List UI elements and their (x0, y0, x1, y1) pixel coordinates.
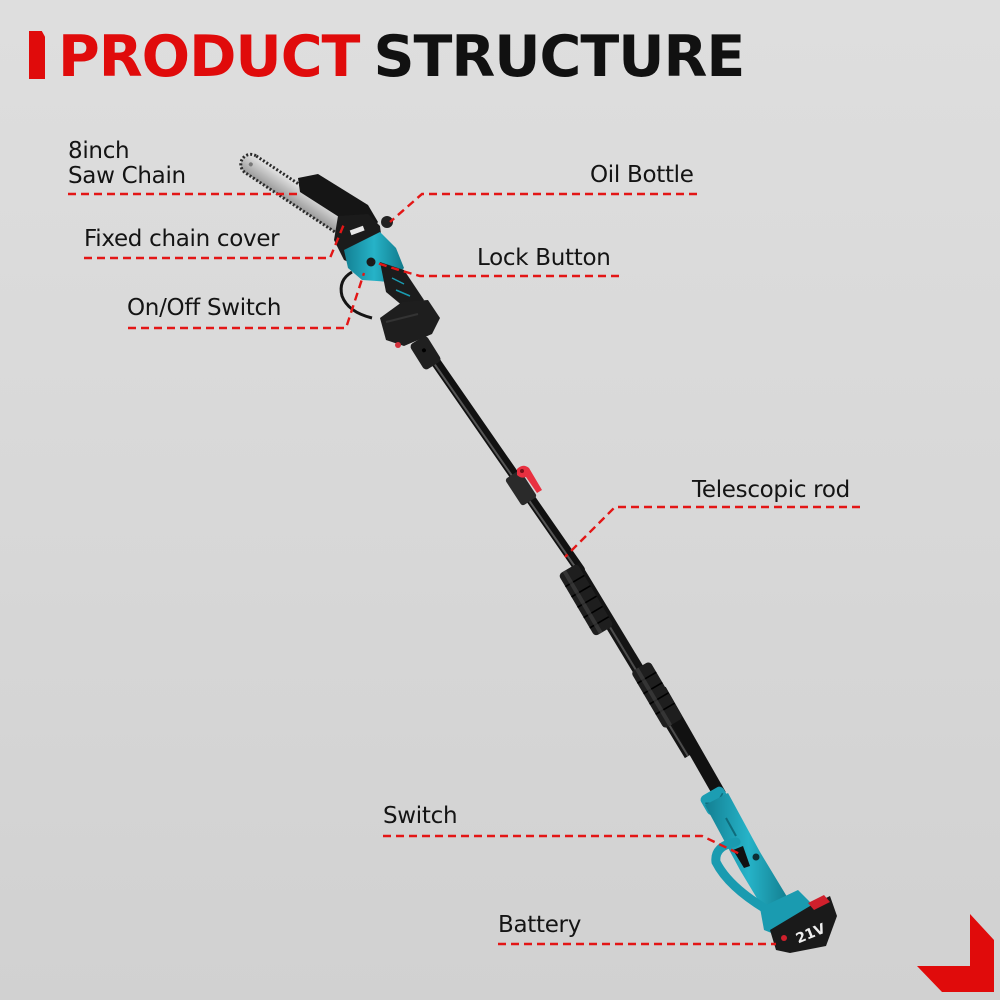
label-saw-chain: Saw Chain (68, 163, 186, 189)
battery-pack: 21V (770, 895, 837, 953)
callout-line-oil-bottle (389, 192, 697, 223)
rear-handle: 21V (700, 786, 837, 953)
label-oil-bottle: Oil Bottle (590, 162, 694, 188)
title-accent-word: PRODUCT (58, 24, 360, 90)
label-saw-chain-size: 8inch (68, 138, 130, 164)
title-main-word: STRUCTURE (373, 24, 745, 90)
label-telescopic-rod: Telescopic rod (692, 477, 850, 503)
callout-line-fixed-chain-cover (84, 223, 346, 260)
saw-head (239, 152, 441, 370)
title-accent-bar (29, 31, 45, 79)
callout-line-telescopic-rod (564, 505, 860, 558)
telescopic-rod (419, 340, 726, 799)
label-switch: Switch (383, 803, 458, 829)
label-on-off-switch: On/Off Switch (127, 295, 282, 321)
label-lock-button: Lock Button (477, 245, 611, 271)
callout-line-lock-button (373, 260, 619, 278)
label-battery: Battery (498, 912, 582, 938)
label-fixed-chain-cover: Fixed chain cover (84, 226, 280, 252)
callout-line-switch (383, 834, 743, 857)
callout-line-on-off-switch (128, 272, 366, 330)
callout-lines (68, 192, 860, 946)
